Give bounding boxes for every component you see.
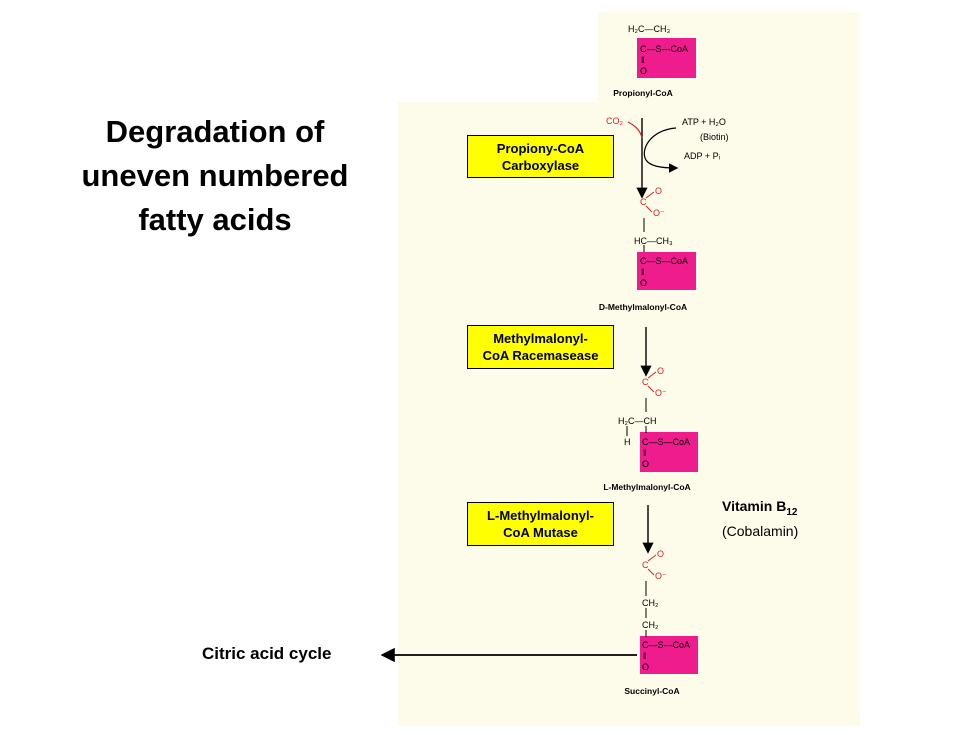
d-carboxyl-o-minus: O⁻ xyxy=(653,208,665,218)
enzyme-propionyl-coa-carboxylase: Propiony-CoA Carboxylase xyxy=(467,135,614,178)
vitamin-b12-note: Vitamin B12 (Cobalamin) xyxy=(722,497,798,541)
enzyme-2-line-2: CoA Racemasease xyxy=(482,348,599,363)
adp-pi-label: ADP + Pᵢ xyxy=(684,151,721,161)
l-oxygen: O xyxy=(642,459,650,469)
title-line-3: fatty acids xyxy=(138,202,292,237)
panel-top-mask xyxy=(398,12,598,102)
vitamin-alias: (Cobalamin) xyxy=(722,522,799,539)
title-line-1: Degradation of xyxy=(105,114,325,149)
s-ch2-lower: CH₂ xyxy=(642,620,659,630)
d-c-s-coa: C—S—CoA xyxy=(640,256,689,266)
atp-adp-curve xyxy=(643,127,679,173)
s-ch2-upper: CH₂ xyxy=(642,598,659,608)
bond-l-co-minus xyxy=(647,385,655,393)
biotin-label: (Biotin) xyxy=(700,132,729,142)
bond-s-co xyxy=(647,554,657,562)
l-carboxyl-o: O xyxy=(657,366,665,376)
s-double-bond: ‖ xyxy=(643,651,647,661)
vitamin-label: Vitamin B xyxy=(722,498,787,514)
coa-highlight-l-methylmalonyl xyxy=(640,432,698,472)
vitamin-subscript: 12 xyxy=(786,506,798,518)
enzyme-3-line-1: L-Methylmalonyl- xyxy=(487,508,594,523)
d-hc-ch3: HC—CH₃ xyxy=(634,236,673,246)
compound-succinyl-coa: Succinyl-CoA xyxy=(624,686,680,696)
l-carboxyl-c: C xyxy=(642,377,649,387)
propionyl-c-s-coa: C—S—CoA xyxy=(640,44,689,54)
propionyl-double-bond: ‖ xyxy=(641,55,645,65)
s-carboxyl-c: C xyxy=(642,560,649,570)
enzyme-1-line-1: Propiony-CoA xyxy=(496,140,585,156)
l-hydrogen: H xyxy=(624,437,631,447)
enzyme-methylmalonyl-coa-racemase: Methylmalonyl- CoA Racemasease xyxy=(467,325,614,369)
compound-d-methylmalonyl-coa: D-Methylmalonyl-CoA xyxy=(598,302,688,312)
d-carboxyl-c: C xyxy=(640,197,647,207)
enzyme-2-line-1: Methylmalonyl- xyxy=(493,331,588,346)
coa-highlight-succinyl xyxy=(640,636,698,674)
enzyme-1-line-2: Carboxylase xyxy=(501,157,580,173)
citric-acid-cycle-label: Citric acid cycle xyxy=(202,644,332,663)
enzyme-3-line-2: CoA Mutase xyxy=(503,525,578,540)
coa-highlight-propionyl xyxy=(637,38,696,78)
s-carboxyl-o-minus: O⁻ xyxy=(655,571,667,581)
l-h2c-ch: H₂C—CH xyxy=(618,416,657,426)
d-oxygen: O xyxy=(640,278,648,288)
page-title: Degradation of uneven numbered fatty aci… xyxy=(50,110,380,242)
coa-highlight-d-methylmalonyl xyxy=(637,252,696,290)
vitamin-name: Vitamin B12 xyxy=(722,497,798,522)
l-c-s-coa: C—S—CoA xyxy=(642,437,691,447)
bond-d-co-minus xyxy=(645,205,653,213)
bond-d-co xyxy=(645,191,655,199)
propionyl-h2c-ch3: H₂C—CH₃ xyxy=(628,24,671,34)
l-double-bond: ‖ xyxy=(643,448,647,458)
propionyl-oxygen: O xyxy=(640,66,648,76)
d-double-bond: ‖ xyxy=(641,267,645,277)
co2-label: CO₂ xyxy=(606,116,623,126)
s-oxygen: O xyxy=(642,662,650,672)
title-line-2: uneven numbered xyxy=(81,158,349,193)
atp-h2o-label: ATP + H₂O xyxy=(682,117,726,127)
s-carboxyl-o: O xyxy=(657,549,665,559)
l-carboxyl-o-minus: O⁻ xyxy=(655,388,667,398)
bond-l-co xyxy=(647,371,657,379)
compound-l-methylmalonyl-coa: L-Methylmalonyl-CoA xyxy=(603,482,691,492)
bond-s-co-minus xyxy=(647,568,655,576)
co2-bond xyxy=(627,121,643,139)
d-carboxyl-o: O xyxy=(655,186,663,196)
s-c-s-coa: C—S—CoA xyxy=(642,640,691,650)
compound-propionyl-coa: Propionyl-CoA xyxy=(613,88,673,98)
pathway-panel xyxy=(398,12,860,726)
enzyme-methylmalonyl-coa-mutase: L-Methylmalonyl- CoA Mutase xyxy=(467,502,614,546)
